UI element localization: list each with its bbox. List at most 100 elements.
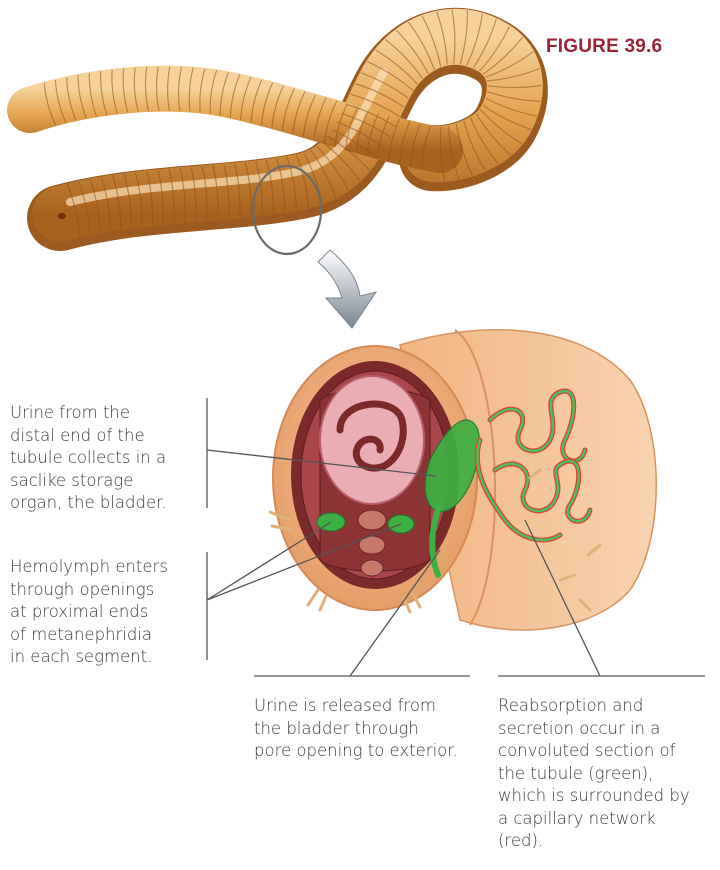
worm-segment-ring	[470, 117, 499, 165]
worm-segment-ring	[482, 36, 524, 75]
worm-segment-ring	[455, 123, 473, 176]
worm-segment-ring	[366, 60, 414, 91]
worm-segment-ring	[66, 184, 81, 237]
worm-body	[32, 8, 543, 242]
worm-segment-ring	[43, 82, 57, 126]
worm-segment-ring	[485, 97, 537, 117]
ventral-nerve-cord	[357, 509, 387, 577]
leader-urine-release	[349, 549, 441, 677]
worm-segment-ring	[295, 154, 310, 208]
typhlosole	[336, 400, 407, 472]
worm-segment-ring	[479, 25, 511, 72]
worm-segment-ring	[234, 163, 241, 218]
worm-segment-ring	[332, 129, 379, 160]
zoom-arrow-icon	[317, 249, 378, 329]
worm-segment-ring	[286, 156, 298, 211]
worm-segment-ring	[188, 67, 194, 112]
worm-segment-ring	[344, 106, 359, 150]
worm-segment-ring	[472, 18, 497, 69]
worm-segment-ring	[334, 103, 348, 147]
worm-segment-ring	[366, 112, 380, 156]
worm-segment-ring	[212, 165, 219, 220]
worm-segment-ring	[463, 120, 487, 171]
leader-bladder	[206, 449, 437, 477]
worm-segment-ring	[146, 171, 154, 226]
label-reabsorption: Reabsorption and secretion occur in a co…	[498, 696, 690, 850]
worm-segment-ring	[439, 127, 446, 182]
worm-segment-ring	[54, 79, 67, 123]
worm-segment-ring	[360, 72, 409, 99]
worm-segment-ring	[447, 125, 460, 180]
worm-segment-ring	[201, 166, 208, 221]
worm-segment-ring	[313, 97, 327, 141]
worm-segment-ring	[487, 67, 540, 82]
worm-segment-ring	[122, 68, 129, 113]
worm-segment-ring	[111, 69, 118, 114]
worm-segment-ring	[436, 11, 448, 65]
worm-segment-ring	[156, 66, 160, 111]
worm-segment-ring	[265, 159, 275, 214]
worm-segment-ring	[345, 103, 396, 128]
worm-segment-ring	[157, 170, 164, 225]
worm-segment-ring	[78, 181, 91, 235]
worm-mouth	[58, 213, 66, 219]
worm-segment-ring	[133, 67, 139, 112]
worm-segment-ring	[384, 38, 423, 79]
worm-segment-ring	[223, 164, 230, 219]
worm-segment-ring	[487, 84, 542, 89]
worm-segment-ring	[276, 158, 286, 213]
magnifier-ring	[251, 164, 323, 256]
worm-segment-ring	[281, 88, 295, 131]
worm-segment-ring	[240, 76, 252, 121]
worm-segment-ring	[100, 71, 108, 116]
worm-segment-ring	[303, 152, 323, 204]
metanephridium-tube	[429, 502, 443, 578]
worm-segment-ring	[168, 169, 175, 224]
worm-segment-ring	[479, 108, 523, 145]
worm-segment-ring	[123, 173, 132, 228]
earthworm	[7, 7, 548, 256]
worm-segment-ring	[219, 72, 229, 116]
worm-segment-ring	[336, 121, 385, 149]
worm-segment-ring	[66, 77, 77, 121]
worm-segment-ring	[134, 172, 143, 227]
worm-segment-ring	[459, 10, 468, 65]
worm-segment-ring	[229, 74, 241, 118]
worm-segment-ring	[167, 66, 171, 111]
worm-segment-ring	[199, 68, 206, 113]
worm-segment-ring	[316, 146, 349, 191]
worm-segment-ring	[375, 49, 418, 85]
worm-segment-ring	[292, 91, 306, 134]
worm-segment-ring	[260, 82, 274, 126]
leader-hemolymph-1	[206, 521, 332, 601]
worm-segment-ring	[250, 79, 263, 123]
worm-segments	[43, 9, 542, 237]
worm-segment-ring	[395, 29, 429, 74]
worm-segment-ring	[487, 91, 541, 102]
worm-segment-ring	[355, 83, 405, 108]
worm-segment-ring	[144, 66, 150, 112]
setae	[268, 468, 602, 614]
worm-segment-ring	[350, 93, 400, 117]
worm-segment-ring	[179, 168, 186, 223]
segment-groove	[454, 329, 497, 626]
worm-segment-ring	[255, 161, 263, 216]
worm-segment-ring	[341, 112, 391, 138]
worm-segment-ring	[398, 120, 411, 165]
worm-segment-ring	[100, 177, 111, 231]
leader-hemolymph-2	[206, 523, 402, 601]
worm-segment-ring	[112, 175, 122, 230]
worm-segment-ring	[451, 9, 456, 64]
worm-segment-ring	[88, 72, 98, 117]
worm-segment-ring	[302, 94, 317, 137]
worm-segment-ring	[466, 13, 483, 66]
label-bladder: Urine from the distal end of the tubule …	[10, 403, 167, 512]
worm-segment-ring	[377, 115, 390, 159]
leader-reabsorption	[524, 519, 601, 677]
convoluted-tubule	[474, 388, 593, 543]
worm-segment-ring	[177, 66, 183, 112]
leader-lines	[206, 398, 705, 677]
worm-segment-ring	[271, 85, 285, 129]
worm-segment-ring	[209, 70, 218, 114]
